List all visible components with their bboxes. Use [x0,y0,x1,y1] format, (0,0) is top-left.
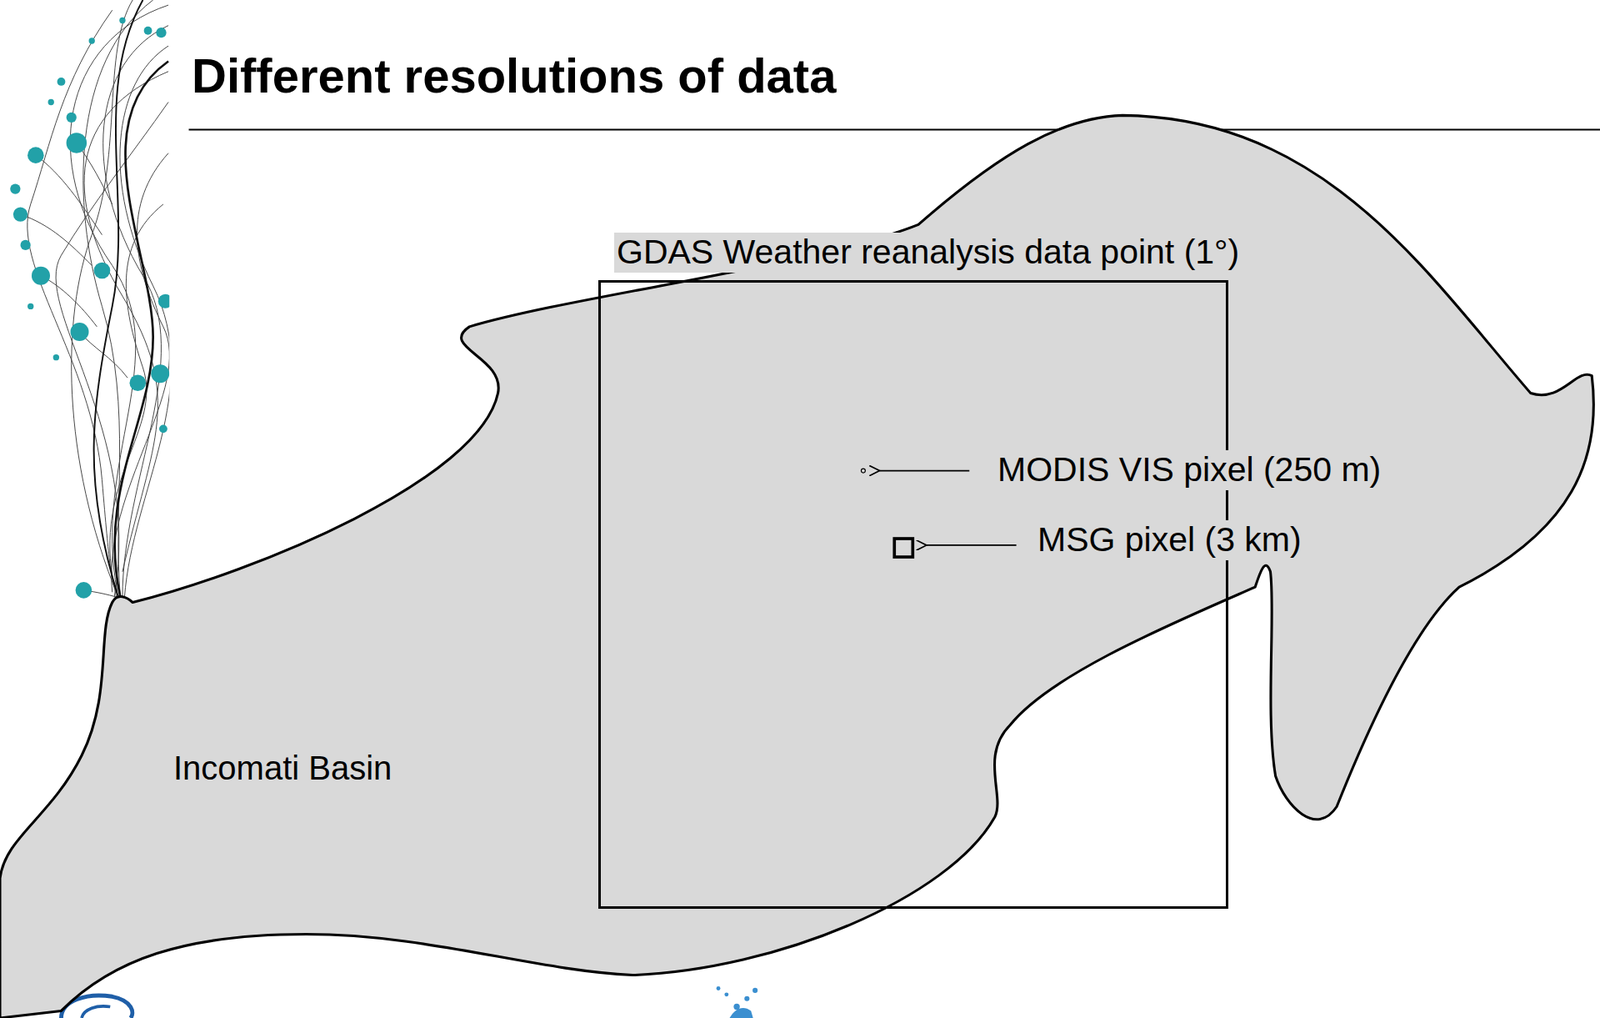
logo-drop [724,991,729,996]
swirl-line [71,0,133,597]
swirl-dot [66,112,77,123]
swirl-line [40,275,97,327]
title-rule [189,129,1600,131]
pixel-callout: MODIS VIS pixel (250 m) [995,450,1384,490]
swirl-dot [89,37,95,44]
swirl-dot [66,132,87,153]
leader-arrow [926,544,1017,546]
logo-splash [716,985,759,1018]
swirl-dot [70,322,89,341]
swirl-line [111,153,170,593]
logo-drop [716,985,721,990]
swirl-line [115,60,169,597]
swirl-dot [75,581,93,599]
swirl-line [35,155,103,235]
swirl-dot [20,240,30,250]
swirl-dot [144,26,153,35]
grid-cell-box: GDAS Weather reanalysis data point (1°) [598,280,1229,909]
swirl-dot [159,424,168,433]
swirl-dot [119,17,125,24]
swirl-dot [130,374,147,391]
swirl-line [76,142,113,204]
swirl-dots [10,17,170,599]
swirl-line [94,0,144,597]
pixel-callout: MSG pixel (3 km) [1035,520,1305,560]
leader-arrow [880,470,970,472]
swirl-line [27,10,117,597]
swirl-dot [13,207,28,222]
swirl-dot [158,294,170,309]
swirl-dot [155,27,166,38]
swirl-dot [150,364,170,383]
modis-pixel-mark [860,468,865,473]
swirl-dot [53,354,60,360]
swirl-line [103,25,169,598]
swirl-dot [94,262,111,280]
slide-title: Different resolutions of data [191,48,836,105]
msg-pixel-mark [894,538,913,557]
logo-drop [730,1007,754,1018]
swirl-dot [31,266,50,285]
basin-shape [0,115,1594,1018]
swirl-ornament [20,0,170,597]
swirl-line [20,214,92,265]
swirl-dot [10,183,20,194]
box-heading: GDAS Weather reanalysis data point (1°) [614,232,1242,272]
region-label: Incomati Basin [173,748,392,787]
swirl-dot [57,77,66,86]
logo-drop [752,987,758,993]
logo-arc [81,1005,110,1018]
swirl-dot [27,303,34,310]
logo-drop [744,995,750,1001]
swirl-dot [27,146,45,164]
swirl-dot [48,99,55,105]
